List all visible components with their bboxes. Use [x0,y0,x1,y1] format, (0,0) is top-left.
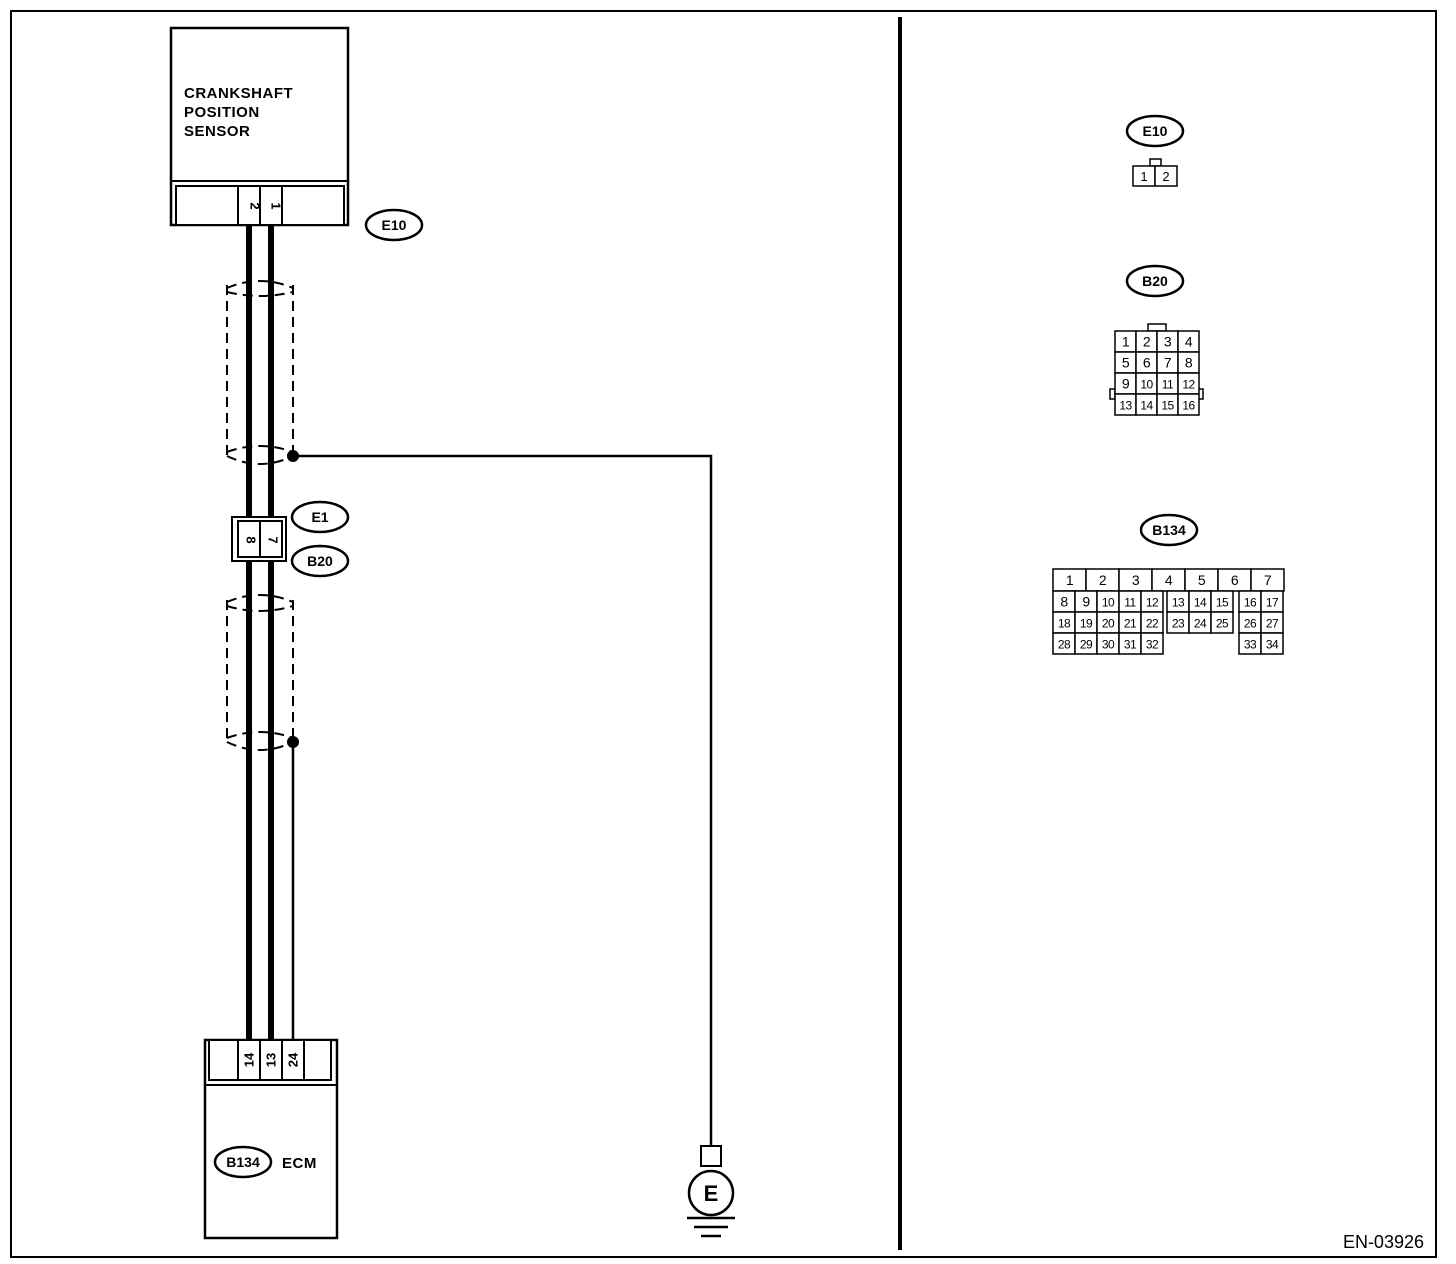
connector-view-b134-pin-19: 19 [1080,617,1093,631]
connector-view-b134-pin-29: 29 [1080,638,1093,652]
connector-view-b20-pin-8: 8 [1185,355,1193,371]
diagram-frame [10,10,1437,1258]
connector-tag-b20: B20 [290,544,350,578]
connector-view-b20-pin-7: 7 [1164,355,1172,371]
connector-tag-b134-ecm [213,1145,273,1179]
connector-view-b134-pin-25: 25 [1216,617,1229,631]
connector-view-b134-pin-9: 9 [1082,594,1090,610]
sensor-title-line-2: POSITION [184,104,260,121]
connector-view-b134-pin-16: 16 [1244,596,1257,610]
joint-pin-7: 7 [266,536,281,543]
svg-text:E1: E1 [311,509,328,525]
svg-text:E10: E10 [382,217,407,233]
connector-view-b134-pin-23: 23 [1172,617,1185,631]
connector-view-b20-pin-9: 9 [1122,376,1130,392]
connector-view-b134-pin-11: 11 [1124,596,1136,610]
connector-view-b134-pin-20: 20 [1102,617,1115,631]
sensor-pin-2: 2 [248,202,263,209]
ground-symbol-label: E [704,1181,719,1206]
connector-view-b134-pin-32-cell [1140,632,1164,655]
connector-view-b20-pin-5: 5 [1122,355,1130,371]
shield-upper [226,280,294,465]
ecm-label: ECM [282,1155,317,1172]
connector-view-b134-pin-25-cell [1210,611,1234,634]
connector-view-b134-pin-21: 21 [1124,617,1137,631]
connector-view-b134-pin-2: 2 [1099,572,1107,588]
sensor-title-line-1: CRANKSHAFT [184,85,293,102]
connector-view-b20-pin-11: 11 [1162,378,1174,392]
connector-view-b134-pin-13: 13 [1172,596,1185,610]
connector-view-e10-tag: E10 [1143,123,1168,139]
connector-view-e10: E10 1 2 [1125,114,1185,187]
connector-view-b20-pin-2: 2 [1143,334,1151,350]
connector-view-b134-pin-6: 6 [1231,572,1239,588]
svg-text:B20: B20 [307,553,333,569]
connector-view-b134-pin-28: 28 [1058,638,1071,652]
connector-view-b134-pin-12: 12 [1146,596,1159,610]
joint-pin-8: 8 [244,536,259,543]
connector-view-b134-pin-17: 17 [1266,596,1279,610]
connector-view-b134-pin-33: 33 [1244,638,1257,652]
connector-view-b20-pin-16-cell [1177,393,1200,416]
ecm-pin-13: 13 [263,1053,278,1067]
crankshaft-position-sensor: CRANKSHAFT POSITION SENSOR 2 1 [169,26,350,227]
shield-lower [226,594,294,751]
connector-view-b134-pin-14: 14 [1194,596,1207,610]
connector-tag-e1: E1 [290,500,350,534]
connector-view-b134-pin-24: 24 [1194,617,1207,631]
connector-view-b20-pin-12: 12 [1182,378,1195,392]
connector-view-b134-pin-5: 5 [1198,572,1206,588]
shield-drain-wire [287,450,713,1146]
ecm-pin-24: 24 [285,1052,300,1067]
connector-view-b20-pin-14: 14 [1140,399,1153,413]
connector-view-b134-pin-27: 27 [1266,617,1279,631]
connector-view-b134-pin-34: 34 [1266,638,1279,652]
connector-view-b134-pin-34-cell [1260,632,1284,655]
connector-view-b134-pin-22: 22 [1146,617,1159,631]
joint-connector: 8 7 [231,516,287,562]
connector-view-b134-pin-26: 26 [1244,617,1257,631]
connector-view-b134-pin-7: 7 [1264,572,1272,588]
connector-view-b20-tag: B20 [1142,273,1168,289]
ecm-unit: 14 13 24 B134 ECM [203,1038,339,1240]
connector-view-b134-pin-18: 18 [1058,617,1071,631]
connector-view-b20-pin-3: 3 [1164,334,1172,350]
connector-view-b20-pin-16: 16 [1182,399,1195,413]
ground-symbol: E [687,1145,735,1238]
connector-view-b134-pin-8: 8 [1060,594,1068,610]
connector-view-e10-pin-1: 1 [1140,169,1147,184]
connector-view-b20-pin-1: 1 [1122,334,1130,350]
ecm-connector-tag: B134 [226,1154,260,1170]
sensor-title-line-3: SENSOR [184,123,250,140]
connector-view-b134-pin-32: 32 [1146,638,1159,652]
connector-view-b134-pin-15: 15 [1216,596,1229,610]
connector-view-b20-pin-6: 6 [1143,355,1151,371]
sensor-pin-1: 1 [269,202,284,209]
harness-wires [246,225,295,1040]
connector-view-b134-pin-3: 3 [1132,572,1140,588]
connector-view-b20-pin-10: 10 [1140,378,1153,392]
ecm-pin-14: 14 [241,1052,256,1067]
connector-view-b134-pin-10: 10 [1102,596,1115,610]
connector-view-b20-pin-13: 13 [1119,399,1132,413]
connector-view-b134-pin-1: 1 [1066,572,1074,588]
connector-view-b134-pin-30: 30 [1102,638,1115,652]
connector-view-e10-pin-2: 2 [1162,169,1169,184]
diagram-reference-number: EN-03926 [1343,1232,1424,1252]
connector-view-b134-tag: B134 [1152,522,1186,538]
connector-tag-e10: E10 [364,208,424,242]
connector-view-b134-pin-31: 31 [1124,638,1137,652]
connector-view-b20-pin-4: 4 [1185,334,1193,350]
connector-view-b134-pin-4: 4 [1165,572,1173,588]
connector-view-b20-pin-15: 15 [1161,399,1174,413]
